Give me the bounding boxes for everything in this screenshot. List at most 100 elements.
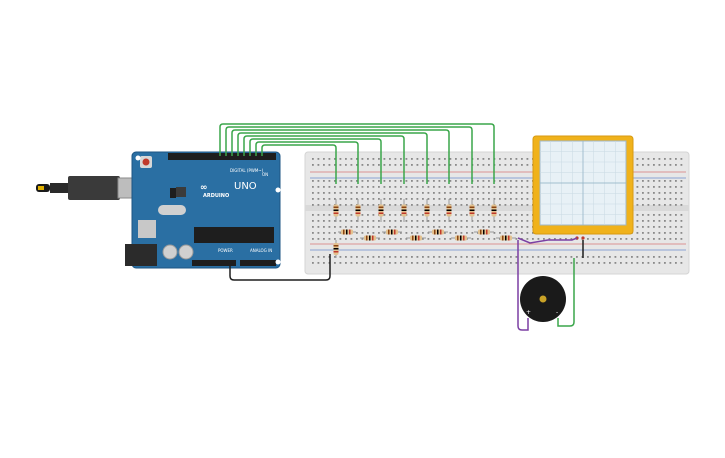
breadboard-hole[interactable] xyxy=(389,204,391,206)
breadboard-hole[interactable] xyxy=(587,262,589,264)
breadboard-hole[interactable] xyxy=(675,220,677,222)
breadboard-hole[interactable] xyxy=(488,192,490,194)
breadboard-hole[interactable] xyxy=(427,256,430,258)
breadboard-hole[interactable] xyxy=(438,256,441,258)
breadboard-hole[interactable] xyxy=(664,204,666,206)
breadboard-hole[interactable] xyxy=(334,232,336,234)
breadboard-hole[interactable] xyxy=(653,238,655,240)
breadboard-hole[interactable] xyxy=(499,164,501,166)
breadboard-hole[interactable] xyxy=(504,232,507,234)
breadboard-hole[interactable] xyxy=(493,238,496,240)
breadboard-hole[interactable] xyxy=(460,180,463,182)
breadboard-hole[interactable] xyxy=(499,198,501,200)
breadboard-hole[interactable] xyxy=(460,158,463,160)
signal-wire[interactable] xyxy=(225,126,473,184)
breadboard-hole[interactable] xyxy=(504,262,507,264)
breadboard-hole[interactable] xyxy=(570,256,573,258)
breadboard-hole[interactable] xyxy=(482,192,485,194)
breadboard-hole[interactable] xyxy=(356,226,358,228)
breadboard-hole[interactable] xyxy=(433,256,435,258)
breadboard-hole[interactable] xyxy=(675,204,677,206)
breadboard-hole[interactable] xyxy=(438,192,441,194)
breadboard-hole[interactable] xyxy=(328,158,331,160)
breadboard-hole[interactable] xyxy=(422,158,424,160)
breadboard-hole[interactable] xyxy=(411,180,413,182)
breadboard-hole[interactable] xyxy=(455,158,457,160)
breadboard-hole[interactable] xyxy=(504,180,507,182)
breadboard-hole[interactable] xyxy=(312,158,314,160)
breadboard-hole[interactable] xyxy=(323,158,325,160)
breadboard-hole[interactable] xyxy=(405,262,408,264)
breadboard-hole[interactable] xyxy=(526,262,529,264)
breadboard-hole[interactable] xyxy=(427,238,430,240)
breadboard-hole[interactable] xyxy=(680,262,683,264)
resistor[interactable] xyxy=(474,229,494,235)
breadboard-hole[interactable] xyxy=(400,186,402,188)
breadboard-hole[interactable] xyxy=(345,180,347,182)
breadboard-hole[interactable] xyxy=(488,220,490,222)
breadboard-hole[interactable] xyxy=(526,220,529,222)
breadboard-hole[interactable] xyxy=(372,226,375,228)
breadboard-hole[interactable] xyxy=(323,232,325,234)
breadboard-hole[interactable] xyxy=(394,220,397,222)
breadboard-hole[interactable] xyxy=(565,262,567,264)
breadboard-hole[interactable] xyxy=(669,220,672,222)
breadboard-hole[interactable] xyxy=(389,158,391,160)
breadboard-hole[interactable] xyxy=(603,256,606,258)
breadboard-hole[interactable] xyxy=(664,214,666,216)
breadboard-hole[interactable] xyxy=(526,204,529,206)
resistor[interactable] xyxy=(469,199,475,222)
breadboard-hole[interactable] xyxy=(460,256,463,258)
breadboard-hole[interactable] xyxy=(521,204,523,206)
breadboard-hole[interactable] xyxy=(383,198,386,200)
breadboard-hole[interactable] xyxy=(471,226,474,228)
breadboard-hole[interactable] xyxy=(466,186,468,188)
breadboard-hole[interactable] xyxy=(471,192,474,194)
breadboard-hole[interactable] xyxy=(328,220,331,222)
breadboard-hole[interactable] xyxy=(394,238,397,240)
breadboard-hole[interactable] xyxy=(664,158,666,160)
breadboard-hole[interactable] xyxy=(449,226,452,228)
breadboard-hole[interactable] xyxy=(416,214,419,216)
breadboard-hole[interactable] xyxy=(466,232,468,234)
breadboard-hole[interactable] xyxy=(444,180,446,182)
breadboard-hole[interactable] xyxy=(510,256,512,258)
breadboard-hole[interactable] xyxy=(576,256,578,258)
resistor[interactable] xyxy=(355,199,361,222)
breadboard-hole[interactable] xyxy=(438,214,441,216)
breadboard-hole[interactable] xyxy=(317,158,320,160)
breadboard-hole[interactable] xyxy=(620,238,622,240)
breadboard-hole[interactable] xyxy=(636,180,639,182)
breadboard-hole[interactable] xyxy=(642,226,644,228)
breadboard-hole[interactable] xyxy=(312,198,314,200)
breadboard-hole[interactable] xyxy=(328,186,331,188)
breadboard-hole[interactable] xyxy=(422,238,424,240)
breadboard-hole[interactable] xyxy=(361,180,364,182)
breadboard-hole[interactable] xyxy=(680,204,683,206)
breadboard-hole[interactable] xyxy=(350,180,353,182)
breadboard-hole[interactable] xyxy=(521,158,523,160)
breadboard-hole[interactable] xyxy=(411,158,413,160)
breadboard-hole[interactable] xyxy=(455,262,457,264)
breadboard-hole[interactable] xyxy=(488,256,490,258)
breadboard-hole[interactable] xyxy=(521,226,523,228)
breadboard-hole[interactable] xyxy=(455,232,457,234)
breadboard-hole[interactable] xyxy=(422,256,424,258)
breadboard-hole[interactable] xyxy=(350,186,353,188)
breadboard-hole[interactable] xyxy=(515,198,518,200)
breadboard-hole[interactable] xyxy=(642,220,644,222)
breadboard-hole[interactable] xyxy=(537,262,540,264)
breadboard-hole[interactable] xyxy=(664,186,666,188)
breadboard-hole[interactable] xyxy=(356,220,358,222)
breadboard-hole[interactable] xyxy=(521,256,523,258)
breadboard-hole[interactable] xyxy=(416,164,419,166)
breadboard-hole[interactable] xyxy=(680,232,683,234)
breadboard-hole[interactable] xyxy=(405,204,408,206)
breadboard-hole[interactable] xyxy=(438,226,441,228)
breadboard-hole[interactable] xyxy=(411,226,413,228)
breadboard-hole[interactable] xyxy=(510,204,512,206)
breadboard-hole[interactable] xyxy=(669,204,672,206)
breadboard-hole[interactable] xyxy=(383,232,386,234)
breadboard-hole[interactable] xyxy=(680,192,683,194)
breadboard-hole[interactable] xyxy=(680,214,683,216)
